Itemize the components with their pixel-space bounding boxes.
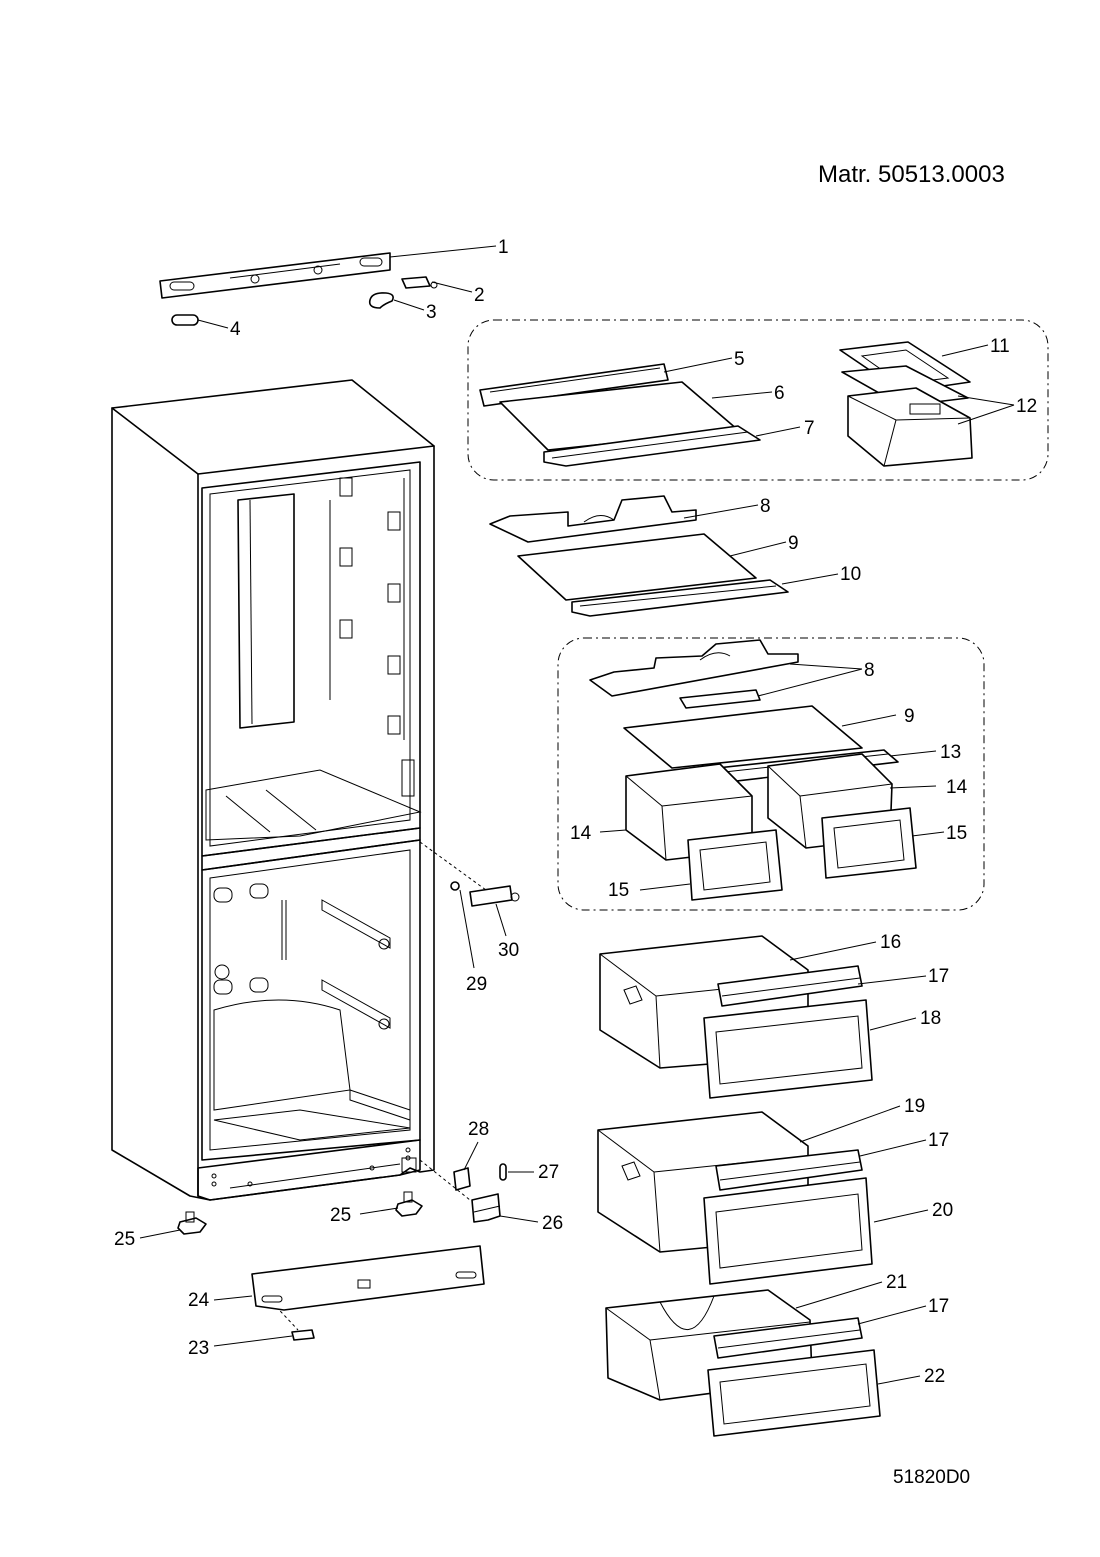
callout-25-front: 25: [114, 1229, 135, 1250]
guide-hinge: [419, 841, 487, 891]
callout-19: 19: [904, 1096, 925, 1117]
callout-10: 10: [840, 564, 861, 585]
callout-23: 23: [188, 1338, 209, 1359]
part-3-lens: [368, 292, 394, 309]
callout-29: 29: [466, 974, 487, 995]
part-26-lower-hinge: [471, 1193, 501, 1223]
callout-12: 12: [1016, 396, 1037, 417]
part-18-drawer-front: [703, 999, 873, 1099]
guide-lower-hinge: [419, 1159, 471, 1201]
callout-3: 3: [426, 302, 437, 323]
callout-24: 24: [188, 1290, 210, 1311]
part-20-drawer-front: [703, 1177, 873, 1285]
part-9-lower-glass: [623, 705, 863, 769]
callout-14-left: 14: [570, 823, 592, 844]
part-25-foot-rear: [395, 1191, 423, 1217]
callout-20: 20: [932, 1200, 953, 1221]
callout-16: 16: [880, 932, 901, 953]
callout-7: 7: [804, 418, 815, 439]
callout-17-b: 17: [928, 1130, 949, 1151]
part-15-crisper-front-right: [821, 807, 917, 879]
refrigerator-cabinet: [111, 379, 435, 1201]
part-8-lower-frame: [589, 639, 799, 697]
part-24-plinth: [251, 1245, 485, 1311]
callout-4: 4: [230, 319, 241, 340]
part-10-shelf-trim: [571, 579, 789, 617]
callout-17-c: 17: [928, 1296, 949, 1317]
part-5-shelf-frame: [479, 363, 669, 407]
part-28-plate: [453, 1167, 471, 1191]
drawing-code: 51820D0: [893, 1467, 970, 1488]
callout-30: 30: [498, 940, 519, 961]
callout-5: 5: [734, 349, 745, 370]
callout-15-right: 15: [946, 823, 967, 844]
part-29-pin: [450, 881, 460, 891]
leader-lines: [139, 245, 1015, 1385]
callout-27: 27: [538, 1162, 559, 1183]
part-2-bracket: [401, 276, 438, 289]
callout-21: 21: [886, 1272, 907, 1293]
callout-8-lower: 8: [864, 660, 875, 681]
part-15-crisper-front-left: [687, 829, 783, 901]
callout-18: 18: [920, 1008, 941, 1029]
part-30-hinge: [469, 885, 520, 907]
part-17-drawer-handle-2: [715, 1149, 863, 1191]
callout-14-right: 14: [946, 777, 968, 798]
callout-17-a: 17: [928, 966, 949, 987]
callout-9-lower: 9: [904, 706, 915, 727]
part-12-box: [847, 387, 973, 467]
part-23-cover: [291, 1329, 315, 1341]
part-8-shelf-frame: [489, 495, 697, 543]
callout-25-rear: 25: [330, 1205, 351, 1226]
callout-26: 26: [542, 1213, 563, 1234]
callout-8-upper: 8: [760, 496, 771, 517]
part-4-plug: [171, 314, 199, 326]
callout-28: 28: [468, 1119, 489, 1140]
group-crisper-assembly: [557, 637, 985, 911]
part-27-pin: [499, 1163, 507, 1181]
callout-15-left: 15: [608, 880, 629, 901]
part-9-glass-shelf: [517, 533, 757, 601]
part-8-clip: [679, 689, 761, 709]
group-upper-door-shelf: [467, 319, 1049, 481]
callout-22: 22: [924, 1366, 945, 1387]
callout-13: 13: [940, 742, 961, 763]
part-1-control-strip: [159, 252, 391, 299]
part-25-foot-front: [177, 1211, 207, 1235]
callout-2: 2: [474, 285, 485, 306]
callout-6: 6: [774, 383, 785, 404]
callout-1: 1: [498, 237, 509, 258]
part-22-drawer-front: [707, 1349, 881, 1437]
material-code: Matr. 50513.0003: [818, 161, 1005, 188]
part-17-drawer-handle-3: [713, 1317, 863, 1359]
part-17-drawer-handle-1: [717, 965, 863, 1007]
part-7-shelf-trim: [543, 425, 761, 467]
callout-9-upper: 9: [788, 533, 799, 554]
callout-11: 11: [990, 336, 1010, 357]
